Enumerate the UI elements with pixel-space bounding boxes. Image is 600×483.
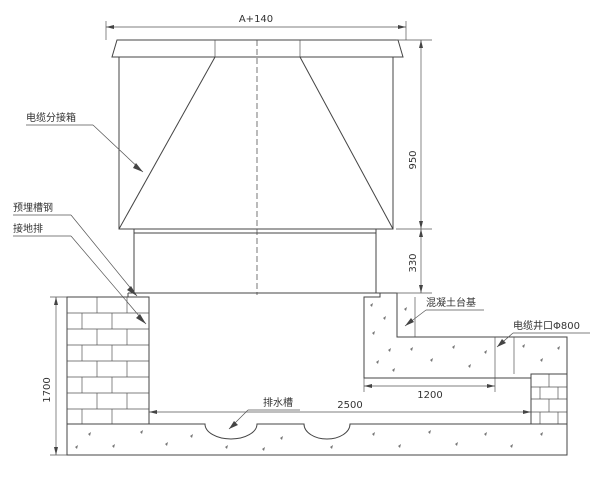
dim-well-length <box>149 410 531 414</box>
top-width-label: A+140 <box>239 14 273 25</box>
panel-slant-left <box>118 56 216 230</box>
channel-steel-label: 预埋槽钢 <box>13 201 53 214</box>
well-length-label: 2500 <box>337 400 362 411</box>
channel-steel-leader <box>70 214 138 297</box>
panel-slant-right <box>299 56 394 230</box>
bottom-slab <box>66 423 568 456</box>
cable-box-label: 电缆分接箱 <box>26 111 76 124</box>
dim-well-depth <box>50 296 67 456</box>
grounding-bar-leader <box>70 235 147 325</box>
base-width-label: 1200 <box>417 390 442 401</box>
dim-top-width <box>105 21 407 40</box>
drain-channel-arrow <box>229 421 238 429</box>
channel-steel-arrow <box>127 286 137 296</box>
base-height-label: 330 <box>408 253 419 272</box>
dim-base-width <box>363 374 496 392</box>
cable-box-arrow <box>133 163 143 172</box>
grounding-bar-label: 接地排 <box>13 222 43 235</box>
roof <box>111 39 404 58</box>
brick-pier <box>530 373 568 426</box>
well-depth-label: 1700 <box>42 377 53 402</box>
cable-well-label: 电缆井口Φ800 <box>513 319 580 332</box>
dim-right-heights <box>396 39 432 294</box>
concrete-plinth <box>363 292 568 379</box>
base-frame <box>133 232 377 294</box>
cable-box-leader <box>92 124 144 173</box>
cable-well-arrow <box>497 339 506 347</box>
drain-channel-label: 排水槽 <box>263 396 293 409</box>
cabinet-body <box>118 56 394 230</box>
brick-wall <box>66 296 150 425</box>
grounding-bar-arrow <box>136 314 146 324</box>
box-height-label: 950 <box>408 150 419 169</box>
concrete-hatch <box>75 303 560 451</box>
concrete-base-arrow <box>405 318 414 326</box>
concrete-base-label: 混凝土台基 <box>426 296 476 309</box>
